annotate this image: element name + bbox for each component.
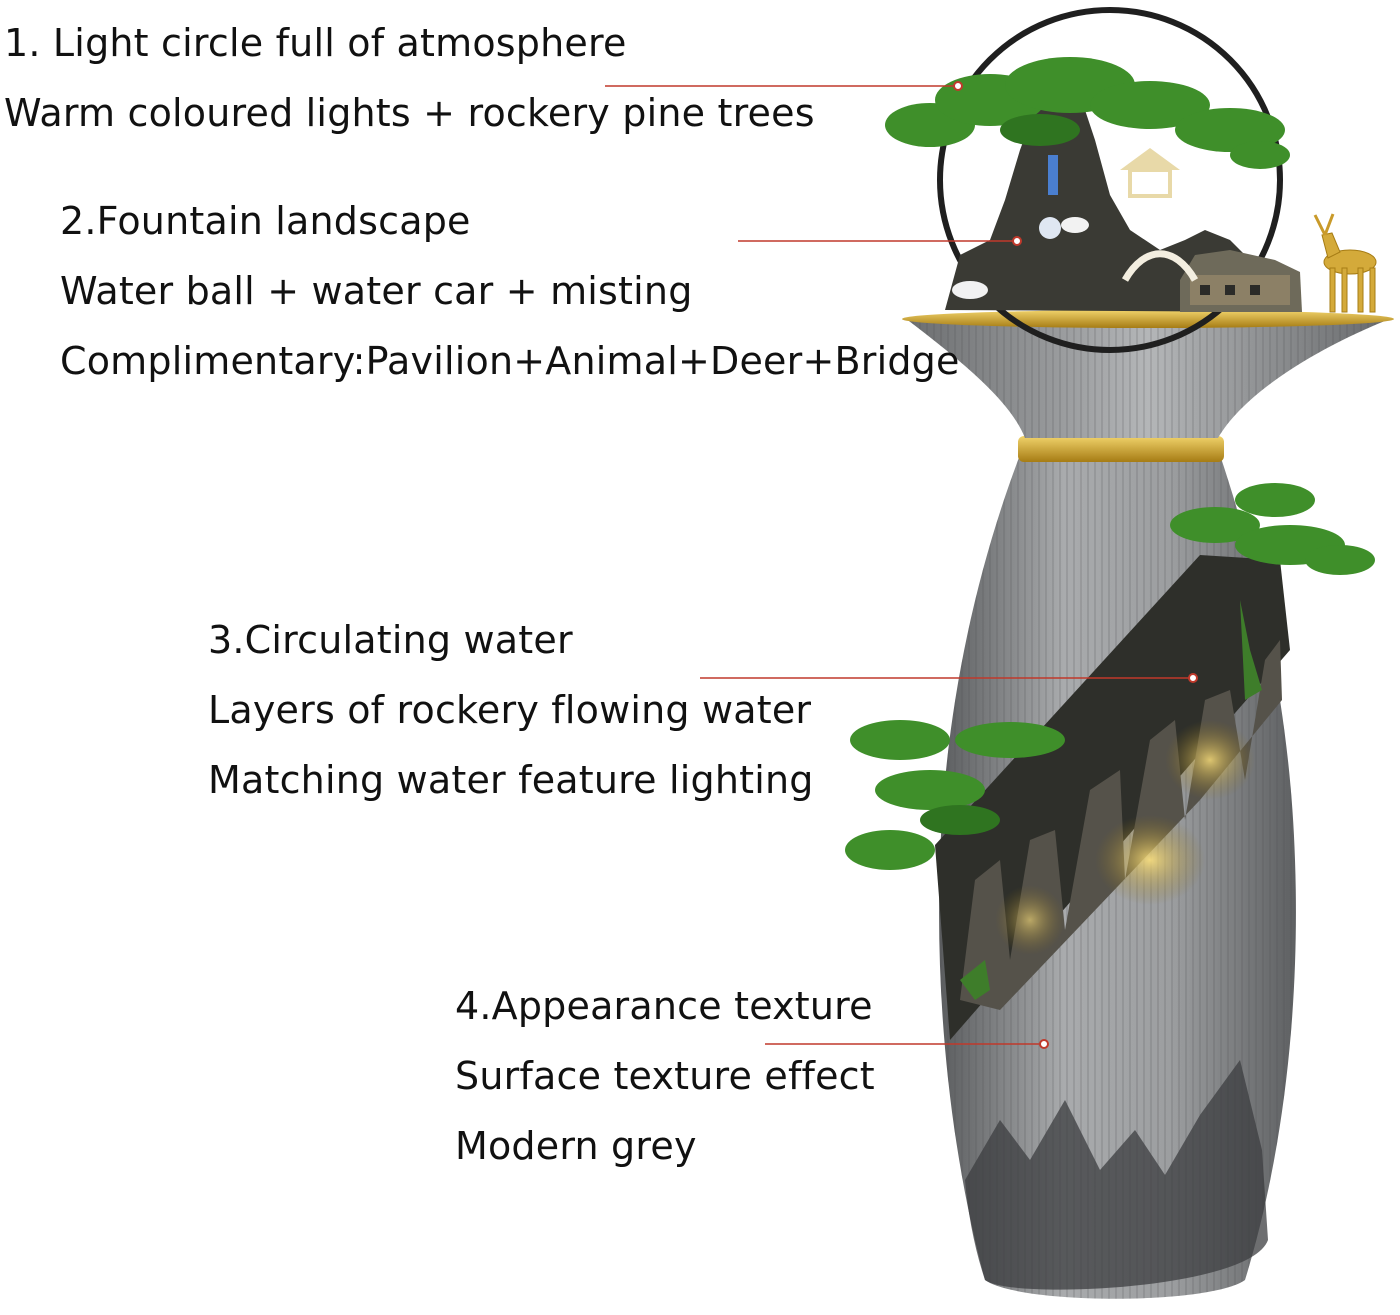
callout-2-detail: Water ball + water car + misting <box>60 269 693 313</box>
callout-3-detail: Layers of rockery flowing water <box>208 688 812 732</box>
callout-1-detail: Warm coloured lights + rockery pine tree… <box>4 91 815 135</box>
callout-1-heading: 1. Light circle full of atmosphere <box>4 21 627 65</box>
top-pine-tree <box>885 57 1290 169</box>
callout-appearance-texture: 4.Appearance texture Surface texture eff… <box>455 971 875 1181</box>
leader-lines <box>605 81 1198 1049</box>
leader-dot-3 <box>1188 673 1198 683</box>
cutout-rockery-waterfall <box>935 555 1290 1040</box>
callout-light-circle: 1. Light circle full of atmosphere Warm … <box>4 8 815 148</box>
callout-4-color: Modern grey <box>455 1124 697 1168</box>
callout-2-extras: Complimentary:Pavilion+Animal+Deer+Bridg… <box>60 339 960 383</box>
callout-fountain-landscape: 2.Fountain landscape Water ball + water … <box>60 186 960 396</box>
light-circle-ring <box>937 7 1283 353</box>
callout-4-heading: 4.Appearance texture <box>455 984 873 1028</box>
callout-3-lighting: Matching water feature lighting <box>208 758 814 802</box>
callout-4-detail: Surface texture effect <box>455 1054 875 1098</box>
golden-deer <box>1313 213 1377 313</box>
callout-2-heading: 2.Fountain landscape <box>60 199 471 243</box>
top-bowl <box>902 310 1394 438</box>
upper-pine-branch <box>1170 483 1375 575</box>
gold-collar-ring <box>1018 436 1224 462</box>
left-pine-branch <box>845 720 1065 870</box>
leader-dot-2 <box>1012 236 1022 246</box>
leader-dot-4 <box>1039 1039 1049 1049</box>
leader-dot-1 <box>953 81 963 91</box>
callout-circulating-water: 3.Circulating water Layers of rockery fl… <box>208 605 814 815</box>
callout-3-heading: 3.Circulating water <box>208 618 573 662</box>
